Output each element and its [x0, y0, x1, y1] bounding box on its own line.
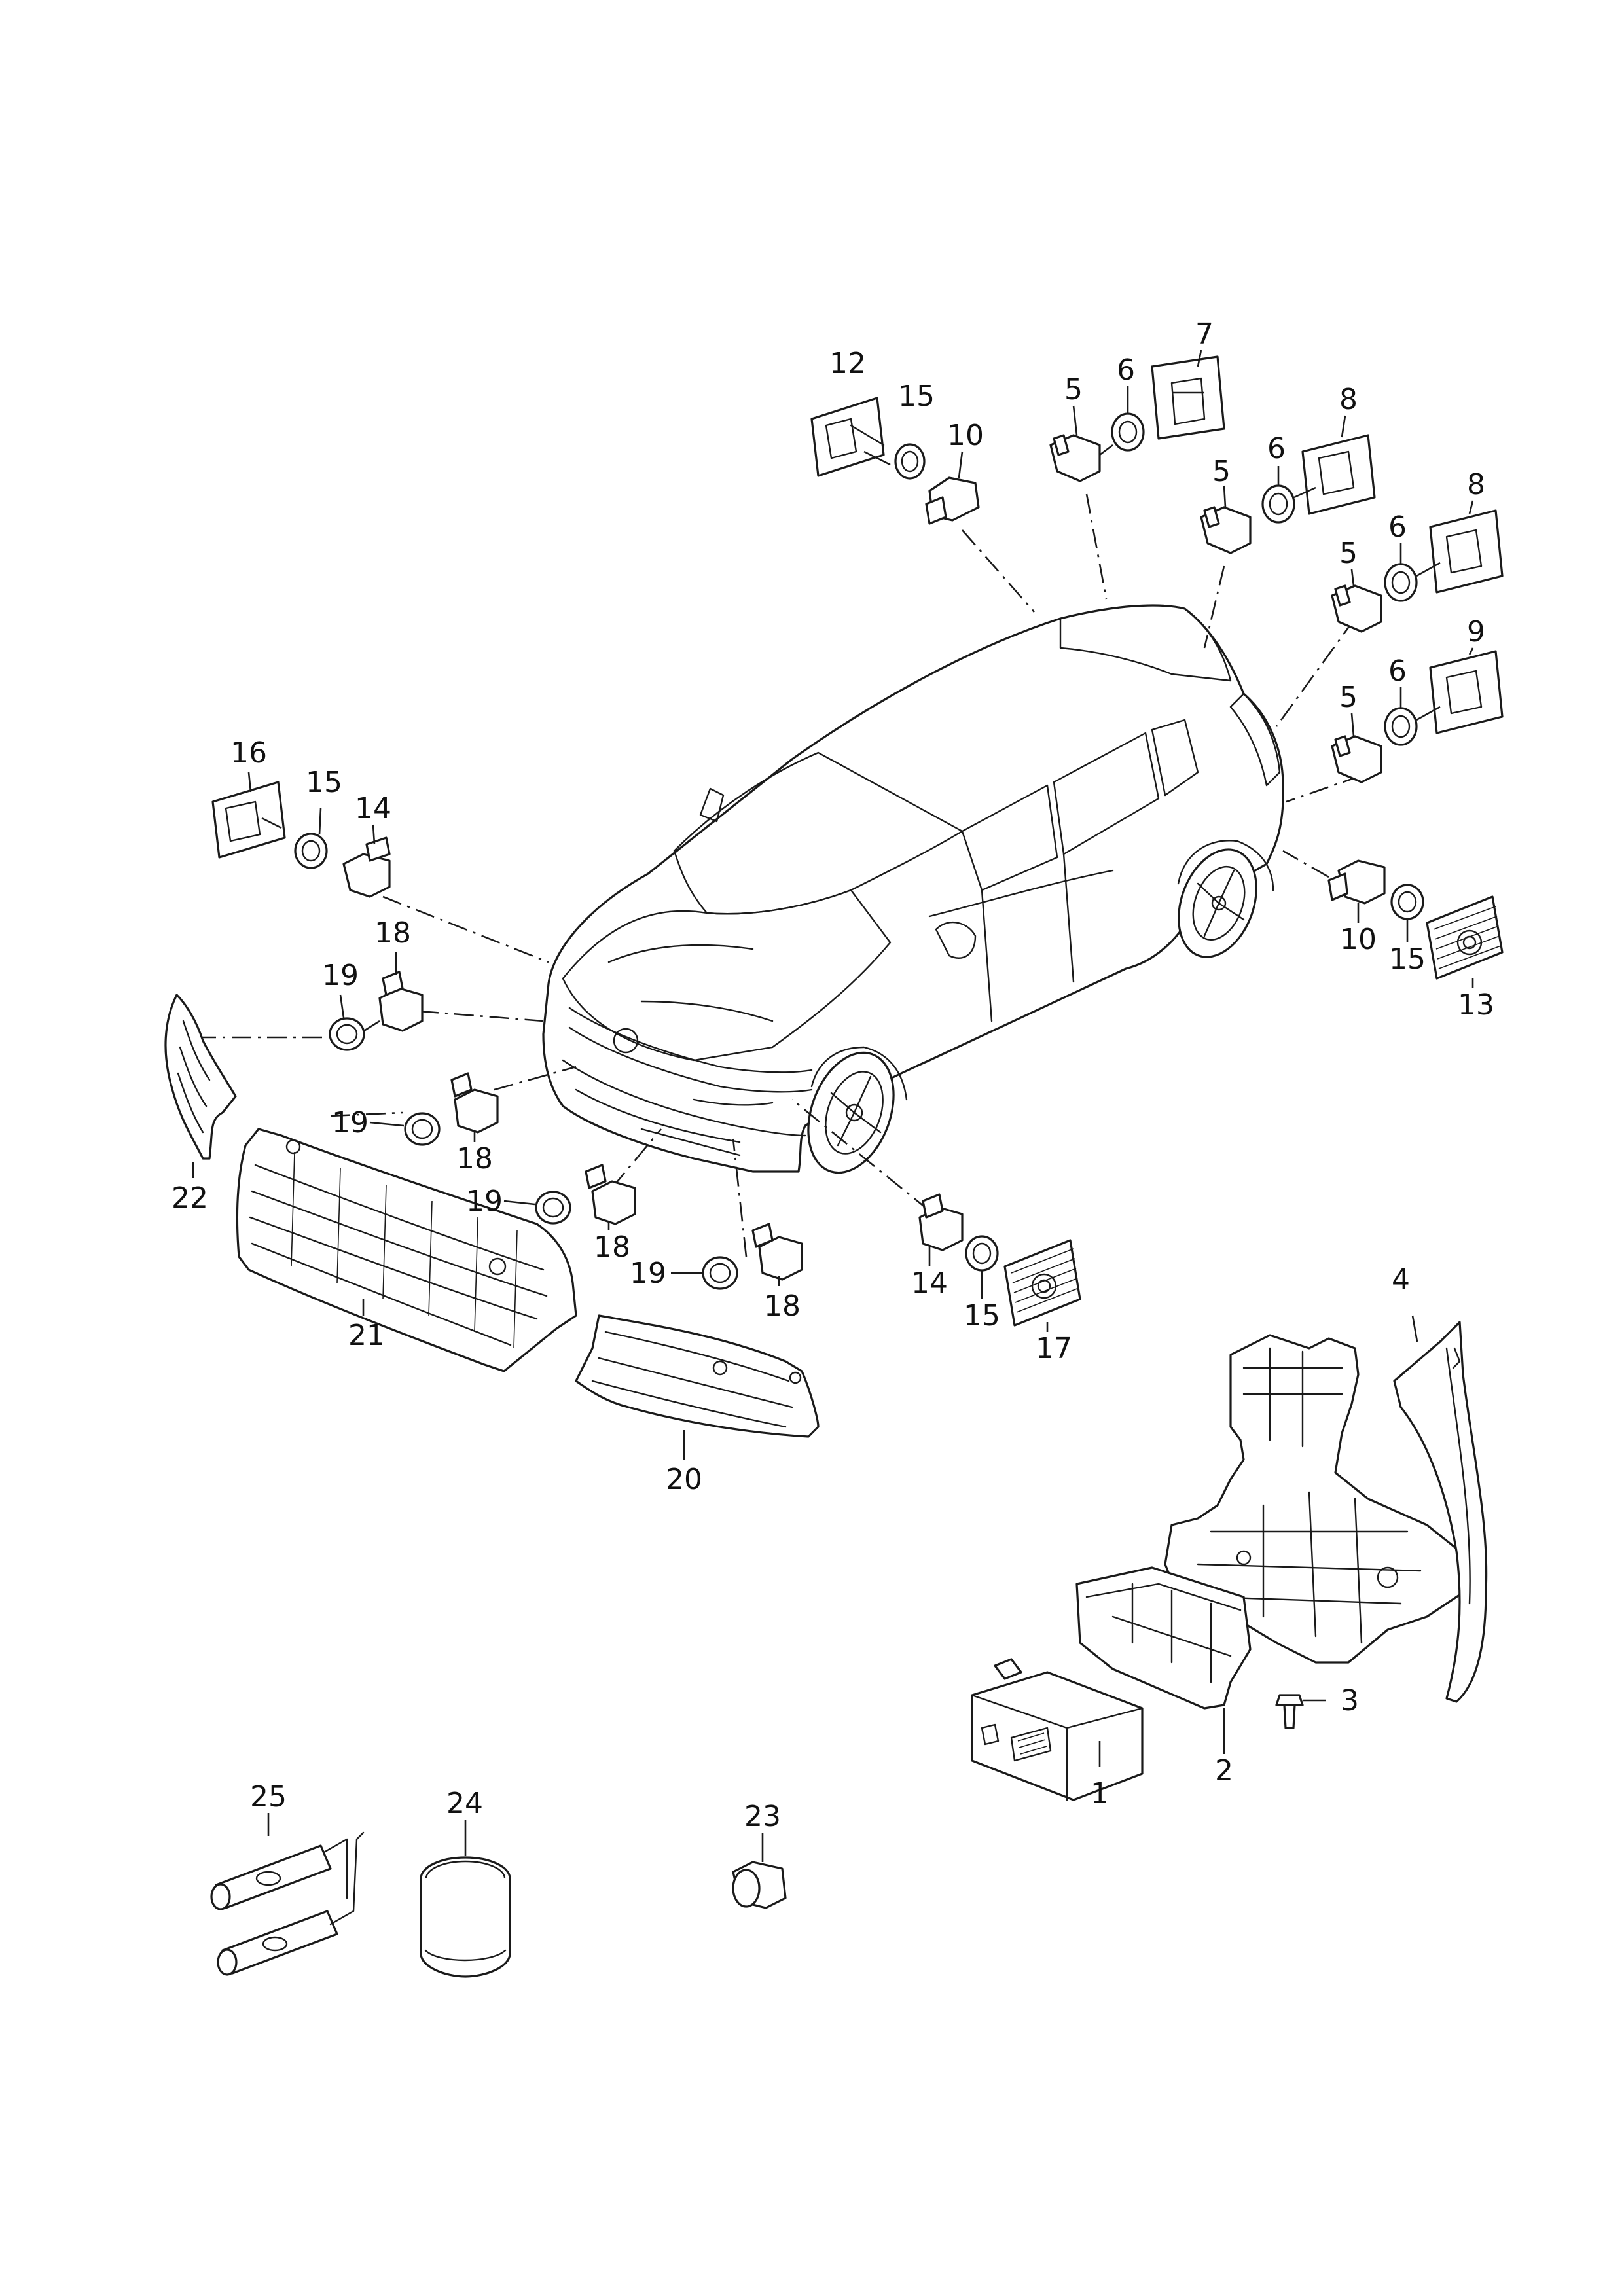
parking-sensor-18c — [585, 1164, 636, 1230]
callout-9: 9 — [1467, 615, 1485, 649]
decoupling-ring-19d — [671, 1256, 738, 1290]
callout-labels: 1 2 3 4 5 5 5 5 6 6 6 6 7 8 8 9 10 10 12… — [171, 317, 1494, 1833]
callout-15a: 15 — [898, 380, 935, 413]
sensor-bracket-9 — [1429, 647, 1504, 734]
parking-sensor-18a — [378, 952, 424, 1032]
grille-trim-20 — [575, 1314, 820, 1460]
sensor-bracket-8a — [1301, 415, 1376, 515]
callout-21: 21 — [348, 1319, 385, 1352]
callout-18a: 18 — [374, 916, 411, 950]
callout-6b: 6 — [1267, 432, 1286, 465]
rear-sensor-group — [810, 350, 1504, 988]
callout-6a: 6 — [1117, 353, 1135, 387]
sensor-bracket-17 — [1003, 1239, 1081, 1332]
decoupling-ring-15-right — [1390, 884, 1424, 942]
bumper-trim-22 — [164, 994, 237, 1178]
callout-18b: 18 — [456, 1142, 493, 1175]
control-unit-1 — [971, 1658, 1144, 1801]
callout-1: 1 — [1091, 1777, 1109, 1810]
sensor-bracket-13 — [1426, 895, 1504, 988]
callout-5c: 5 — [1339, 537, 1358, 570]
carrier-bracket-4 — [1164, 1315, 1488, 1703]
callout-19a: 19 — [322, 959, 359, 992]
decoupling-ring-15-lower — [965, 1235, 999, 1299]
decoupling-ring-6d — [1384, 687, 1441, 746]
callout-6d: 6 — [1388, 655, 1407, 688]
sensor-bracket-16 — [211, 772, 286, 859]
callout-25: 25 — [250, 1780, 287, 1814]
callout-17: 17 — [1036, 1332, 1072, 1365]
sensor-bracket-12 — [810, 397, 885, 477]
parking-sensor-18d — [751, 1223, 803, 1286]
callout-13: 13 — [1458, 988, 1494, 1022]
decoupling-ring-19c — [503, 1191, 571, 1225]
sensor-bracket-7 — [1151, 350, 1225, 440]
callout-3: 3 — [1341, 1684, 1359, 1717]
parking-sensor-14-front — [342, 824, 391, 898]
parking-sensor-14-lower — [918, 1193, 964, 1266]
callout-4: 4 — [1392, 1263, 1410, 1297]
callout-19d: 19 — [630, 1257, 666, 1290]
parking-sensor-10-top — [925, 451, 980, 525]
decoupling-ring-6c — [1384, 543, 1441, 602]
decoupling-ring-6b — [1261, 466, 1316, 524]
decoupling-ring-6a — [1111, 386, 1145, 452]
sensor-23 — [732, 1833, 787, 1909]
sensor-bracket-8b — [1429, 500, 1504, 594]
callout-23: 23 — [744, 1800, 781, 1833]
parking-sensor-5b — [1200, 485, 1252, 554]
parking-sensor-5a — [1049, 405, 1113, 482]
callout-19b: 19 — [332, 1106, 369, 1139]
callout-5a: 5 — [1064, 373, 1083, 406]
callout-16: 16 — [230, 736, 267, 770]
decoupling-ring-19b — [369, 1112, 441, 1146]
callout-14b: 14 — [911, 1266, 948, 1300]
callout-15c: 15 — [1389, 942, 1426, 976]
decoupling-ring-15-front — [294, 808, 328, 869]
callout-6c: 6 — [1388, 511, 1407, 544]
decoupling-ring-19a — [329, 994, 380, 1051]
callout-14a: 14 — [355, 792, 391, 825]
callout-19c: 19 — [466, 1185, 503, 1218]
mounting-bracket-2 — [1075, 1566, 1252, 1754]
callout-12: 12 — [829, 347, 866, 380]
decoupling-ring-15-top — [863, 443, 926, 480]
parking-sensor-5d — [1331, 713, 1382, 783]
callout-8a: 8 — [1339, 383, 1358, 416]
callout-10a: 10 — [947, 419, 984, 452]
callout-15b: 15 — [306, 766, 342, 799]
parking-sensor-18b — [450, 1072, 499, 1142]
assignment-lines — [196, 493, 1362, 1274]
callout-20: 20 — [666, 1463, 702, 1496]
callout-22: 22 — [171, 1181, 208, 1215]
callout-2: 2 — [1215, 1754, 1233, 1787]
parking-sensor-5c — [1331, 569, 1382, 633]
repair-tube-25 — [210, 1813, 365, 1976]
callout-18d: 18 — [764, 1289, 801, 1323]
callout-5b: 5 — [1212, 455, 1231, 488]
callout-18c: 18 — [594, 1230, 630, 1264]
callout-24: 24 — [446, 1787, 483, 1820]
callout-15d: 15 — [964, 1299, 1000, 1333]
screw-3 — [1275, 1694, 1326, 1729]
adhesive-ring-24 — [420, 1820, 511, 1978]
lower-grille-21 — [236, 1128, 577, 1372]
front-sensor-group — [211, 772, 1081, 1332]
callout-7: 7 — [1195, 317, 1214, 351]
callout-8b: 8 — [1467, 468, 1485, 501]
callout-5d: 5 — [1339, 681, 1358, 714]
car-body-illustration — [542, 604, 1284, 1174]
callout-10b: 10 — [1340, 923, 1377, 956]
parking-sensor-10-right — [1327, 859, 1386, 923]
